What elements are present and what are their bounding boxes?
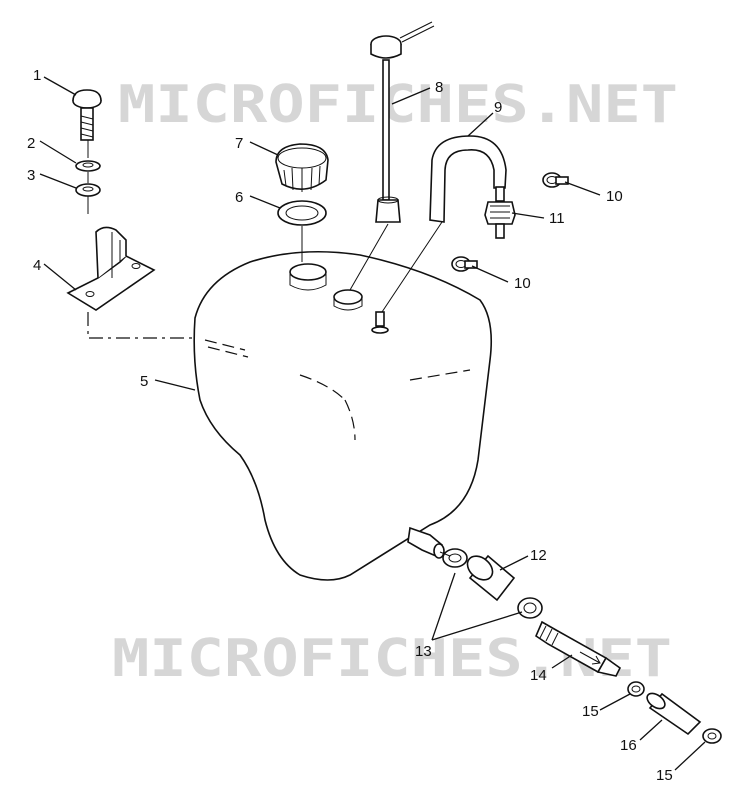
callout-1: 1 [33,67,41,84]
callout-6: 6 [235,189,243,206]
callout-3: 3 [27,167,35,184]
callout-15-lower: 15 [656,767,673,784]
flat-washer-part [75,183,101,197]
callout-labels: 1 2 3 4 5 6 7 8 9 10 10 11 12 13 14 15 1… [27,67,673,784]
callout-11: 11 [549,210,565,227]
gasket-part [277,200,327,226]
callout-13: 13 [415,643,432,660]
callout-16: 16 [620,737,637,754]
bracket-part [66,226,156,311]
fuel-gauge-sender-part [370,21,435,223]
lock-washer-part [75,160,101,172]
check-valve-part [484,186,516,239]
fuel-cap-part [275,143,329,192]
fuel-hose-part [466,554,516,602]
callout-10-lower: 10 [514,275,531,292]
fuel-tank-part [193,250,493,581]
clamp-part-15-lower [702,728,722,744]
clamp-part-left [442,548,468,568]
callout-5: 5 [140,373,148,390]
short-hose-part [646,692,702,736]
bolt-part [72,89,102,141]
watermark-top: MICROFICHES.NET [118,75,678,135]
callout-10-upper: 10 [606,188,623,205]
hose-clamp-part-lower [451,256,478,272]
callout-2: 2 [27,135,35,152]
vent-hose-part [429,135,507,223]
callout-15-upper: 15 [582,703,599,720]
leader-lines [39,76,706,771]
callout-4: 4 [33,257,41,274]
callout-9: 9 [494,99,502,116]
callout-7: 7 [235,135,243,152]
callout-14: 14 [530,667,547,684]
hose-clamp-part-upper [542,172,569,188]
clamp-part-15-upper [627,681,645,697]
clamp-part-right [517,597,543,619]
inline-filter-part [535,620,622,677]
callout-8: 8 [435,79,443,96]
assembly-lines [87,140,451,557]
callout-12: 12 [530,547,547,564]
